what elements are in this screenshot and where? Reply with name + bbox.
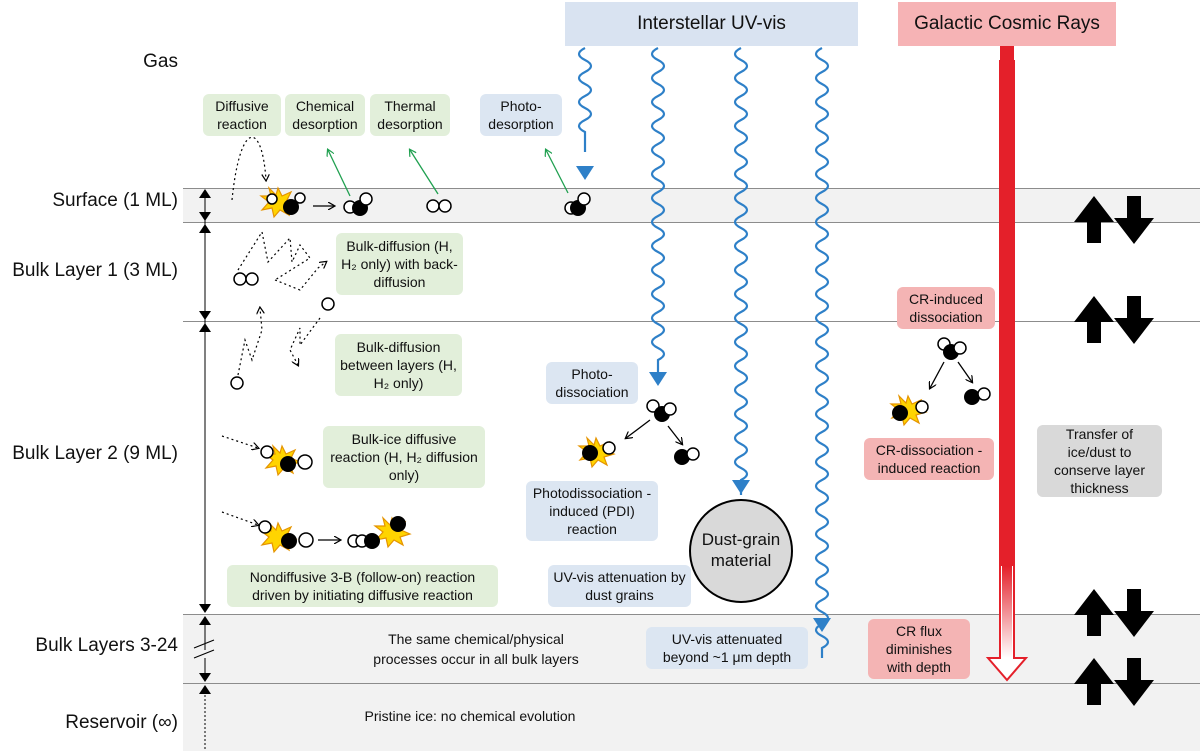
cr-arrow: [985, 46, 1029, 682]
nondiffusive-box: Nondiffusive 3-B (follow-on) reaction dr…: [227, 565, 498, 607]
scale-arrowheads: [199, 189, 211, 694]
cr-flux-box: CR flux diminishes with depth: [868, 619, 970, 679]
layer-label-bulk3: Bulk Layers 3-24: [35, 635, 178, 656]
layer-label-surface: Surface (1 ML): [52, 190, 178, 211]
uv-waves: [577, 47, 830, 658]
dust-grain-circle: [689, 499, 793, 603]
chemical-desorption-box: Chemical desorption: [285, 94, 365, 136]
uv-attenuation-box: UV-vis attenuation by dust grains: [548, 565, 691, 607]
bulk-diffusion-between-box: Bulk-diffusion between layers (H, H₂ onl…: [335, 334, 462, 396]
photo-desorption-box: Photo-desorption: [480, 94, 562, 136]
pristine-text: Pristine ice: no chemical evolution: [364, 708, 576, 724]
cr-reaction-box: CR-dissociation -induced reaction: [864, 438, 994, 480]
cr-header: Galactic Cosmic Rays: [898, 2, 1116, 46]
layer-label-gas: Gas: [143, 51, 178, 72]
pdi-box: Photodissociation -induced (PDI) reactio…: [526, 481, 658, 541]
bulk-diffusion-back-box: Bulk-diffusion (H, H₂ only) with back-di…: [336, 233, 463, 295]
diffusive-reaction-box: Diffusive reaction: [203, 94, 281, 136]
surface-top-line: [183, 188, 1200, 189]
left-scale: [193, 190, 215, 751]
uv-attenuated-box: UV-vis attenuated beyond ~1 μm depth: [646, 627, 808, 669]
same-processes-text: The same chemical/physical processes occ…: [373, 631, 579, 667]
layer-label-bulk2: Bulk Layer 2 (9 ML): [12, 443, 178, 464]
bulk1-bottom-line: [183, 321, 1200, 322]
dust-grain-label: Dust-grain material: [701, 530, 781, 570]
surface-bottom-line: [183, 222, 1200, 223]
transfer-arrows: [1074, 196, 1154, 706]
reservoir-band: [183, 683, 1200, 751]
uv-arrowheads: [576, 166, 831, 632]
transfer-box: Transfer of ice/dust to conserve layer t…: [1037, 425, 1162, 497]
bulk-ice-reaction-box: Bulk-ice diffusive reaction (H, H₂ diffu…: [323, 426, 485, 488]
cr-dissociation-box: CR-induced dissociation: [897, 287, 995, 329]
bulk3-bottom-line: [183, 683, 1200, 684]
thermal-desorption-box: Thermal desorption: [370, 94, 450, 136]
uv-header: Interstellar UV-vis: [565, 2, 858, 46]
bulk2-bottom-line: [183, 614, 1200, 615]
photodissociation-box: Photo-dissociation: [546, 362, 638, 404]
layer-label-reservoir: Reservoir (∞): [65, 712, 178, 733]
layer-label-bulk1: Bulk Layer 1 (3 ML): [12, 260, 178, 281]
